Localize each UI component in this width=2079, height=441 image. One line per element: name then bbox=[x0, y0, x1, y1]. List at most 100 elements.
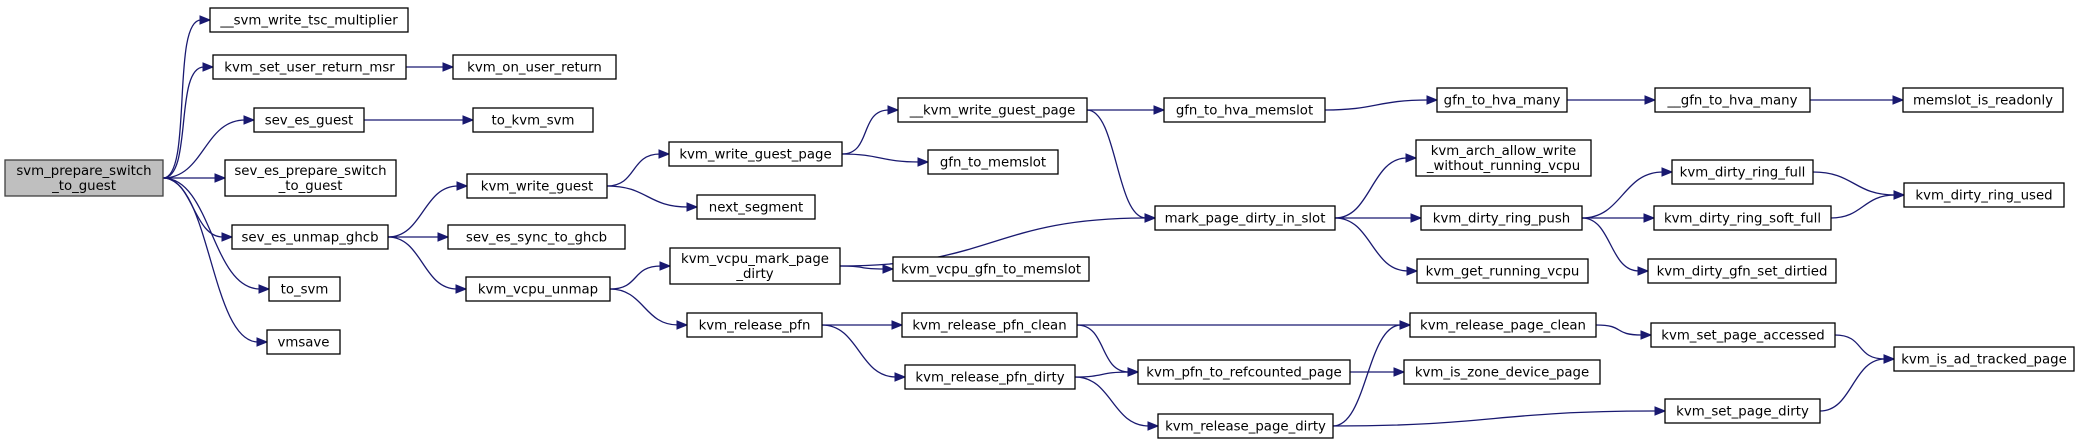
node-box bbox=[1157, 413, 1334, 439]
node-label: __kvm_write_guest_page bbox=[909, 104, 1076, 119]
node-kvm-release-page-dirty[interactable]: kvm_release_page_dirty bbox=[1157, 413, 1334, 439]
node-kvm-dirty-gfn-set-dirtied[interactable]: kvm_dirty_gfn_set_dirtied bbox=[1647, 258, 1837, 284]
edge-kvm-release-pfn-to-kvm-release-pfn-clean bbox=[821, 320, 904, 330]
node-kvm-is-zone-device-page[interactable]: kvm_is_zone_device_page bbox=[1403, 359, 1601, 385]
edge-arrowhead bbox=[258, 284, 271, 294]
edge-arrowhead bbox=[1127, 367, 1140, 377]
node-next-segment[interactable]: next_segment bbox=[696, 194, 816, 220]
node-box bbox=[1653, 205, 1832, 231]
edge-svm-prepare-to-svm-write-tsc bbox=[162, 15, 212, 179]
node-label: gfn_to_hva_many bbox=[1444, 94, 1561, 109]
node-svm-prepare[interactable]: svm_prepare_switch_to_guest bbox=[4, 159, 164, 197]
node-label: kvm_vcpu_gfn_to_memslot bbox=[901, 263, 1081, 278]
node-label: kvm_release_page_clean bbox=[1420, 319, 1586, 334]
node-box bbox=[1137, 359, 1351, 385]
node-kvm-set-page-accessed[interactable]: kvm_set_page_accessed bbox=[1650, 322, 1836, 348]
node-memslot-is-readonly[interactable]: memslot_is_readonly bbox=[1902, 87, 2064, 113]
edge-arrowhead bbox=[437, 232, 450, 242]
node-kvm-pfn-to-refcounted-page[interactable]: kvm_pfn_to_refcounted_page bbox=[1137, 359, 1351, 385]
edge-line bbox=[839, 265, 885, 270]
node-mark-page-dirty-in-slot[interactable]: mark_page_dirty_in_slot bbox=[1154, 205, 1336, 231]
edge-line bbox=[162, 119, 246, 179]
node-sev-es-guest[interactable]: sev_es_guest bbox=[253, 107, 365, 133]
node-kvm-release-pfn-clean[interactable]: kvm_release_pfn_clean bbox=[901, 312, 1078, 338]
edge-arrowhead bbox=[214, 173, 227, 183]
edge-line bbox=[387, 236, 458, 290]
edge-arrowhead bbox=[658, 149, 671, 159]
node-kvm-get-running-vcpu[interactable]: kvm_get_running_vcpu bbox=[1416, 258, 1589, 284]
node-svm-write-tsc[interactable]: __svm_write_tsc_multiplier bbox=[209, 7, 409, 33]
node-sev-es-prepare[interactable]: sev_es_prepare_switch_to_guest bbox=[224, 159, 397, 197]
node-kvm-write-guest-page[interactable]: __kvm_write_guest_page bbox=[897, 97, 1088, 123]
node-to-svm[interactable]: to_svm bbox=[268, 276, 341, 302]
node-kvm-vcpu-mark-page-dirty[interactable]: kvm_vcpu_mark_page_dirty bbox=[669, 247, 841, 285]
edge-sev-es-guest-to-to-kvm-svm bbox=[364, 115, 475, 125]
node-box bbox=[1415, 139, 1592, 177]
node-gfn-to-memslot[interactable]: gfn_to_memslot bbox=[927, 149, 1059, 175]
node-kvm-release-pfn-dirty[interactable]: kvm_release_pfn_dirty bbox=[904, 364, 1076, 390]
node-kvm-write-guest[interactable]: kvm_write_guest bbox=[466, 173, 608, 199]
node-gfn-to-hva-memslot[interactable]: gfn_to_hva_memslot bbox=[1163, 97, 1326, 123]
node-kvm-write-guest-page[interactable]: kvm_write_guest_page bbox=[668, 141, 843, 167]
node-label: gfn_to_hva_memslot bbox=[1176, 104, 1313, 119]
edge-line bbox=[821, 324, 897, 378]
node-label: sev_es_prepare_switch bbox=[234, 164, 386, 179]
node-sev-es-unmap-ghcb[interactable]: sev_es_unmap_ghcb bbox=[231, 224, 389, 250]
edge-arrowhead bbox=[676, 320, 689, 330]
edge-svm-prepare-to-kvm-set-user-return-msr bbox=[162, 62, 215, 179]
node-box bbox=[1647, 258, 1837, 284]
node-kvm-is-ad-tracked-page[interactable]: kvm_is_ad_tracked_page bbox=[1893, 346, 2075, 372]
edge-mark-page-dirty-in-slot-to-kvm-get-running-vcpu bbox=[1334, 217, 1419, 276]
node-kvm-dirty-ring-soft-full[interactable]: kvm_dirty_ring_soft_full bbox=[1653, 205, 1832, 231]
edge-arrowhead bbox=[1644, 95, 1657, 105]
node-kvm-set-page-dirty[interactable]: kvm_set_page_dirty bbox=[1664, 398, 1821, 424]
edge-arrowhead bbox=[243, 115, 256, 125]
node-box bbox=[452, 54, 617, 80]
node-label: mark_page_dirty_in_slot bbox=[1165, 212, 1326, 227]
node-box bbox=[1650, 322, 1836, 348]
node-label: to_kvm_svm bbox=[492, 114, 575, 129]
node-sev-es-sync-to-ghcb[interactable]: sev_es_sync_to_ghcb bbox=[447, 224, 626, 250]
node-kvm-on-user-return[interactable]: kvm_on_user_return bbox=[452, 54, 617, 80]
node-box bbox=[1416, 258, 1589, 284]
edge-line bbox=[1074, 371, 1130, 378]
edge-kvm-write-guest-to-next-segment bbox=[606, 185, 699, 212]
edge-gfn-to-hva-many-to-gfn-to-hva-many bbox=[1567, 95, 1657, 105]
node-box bbox=[1163, 97, 1326, 123]
node-kvm-set-user-return-msr[interactable]: kvm_set_user_return_msr bbox=[212, 54, 407, 80]
edge-arrowhead bbox=[894, 372, 907, 382]
node-label: memslot_is_readonly bbox=[1913, 94, 2053, 109]
edge-svm-prepare-to-sev-es-unmap-ghcb bbox=[162, 177, 234, 242]
edge-svm-prepare-to-sev-es-prepare bbox=[163, 173, 227, 183]
edge-kvm-release-page-clean-to-kvm-set-page-accessed bbox=[1595, 324, 1653, 340]
edge-line bbox=[1812, 171, 1896, 196]
node-label: kvm_dirty_ring_full bbox=[1680, 166, 1806, 181]
edge-line bbox=[162, 177, 259, 343]
node-to-kvm-svm[interactable]: to_kvm_svm bbox=[472, 107, 594, 133]
edge-arrowhead bbox=[1643, 213, 1656, 223]
edge-svm-prepare-to-to-svm bbox=[162, 177, 271, 294]
node-label: svm_prepare_switch bbox=[16, 164, 151, 179]
edge-line bbox=[841, 153, 920, 163]
node-label: kvm_set_user_return_msr bbox=[224, 61, 395, 76]
node-kvm-dirty-ring-full[interactable]: kvm_dirty_ring_full bbox=[1671, 159, 1814, 185]
node-kvm-release-pfn[interactable]: kvm_release_pfn bbox=[686, 312, 823, 338]
edge-arrowhead bbox=[202, 62, 215, 72]
node-box bbox=[696, 194, 816, 220]
node-kvm-release-page-clean[interactable]: kvm_release_page_clean bbox=[1409, 312, 1597, 338]
edge-kvm-dirty-ring-push-to-kvm-dirty-gfn-set-dirtied bbox=[1581, 217, 1650, 276]
edge-kvm-write-guest-page-to-gfn-to-hva-memslot bbox=[1087, 105, 1166, 115]
node-kvm-vcpu-gfn-to-memslot[interactable]: kvm_vcpu_gfn_to_memslot bbox=[892, 256, 1090, 282]
node-vmsave[interactable]: vmsave bbox=[266, 329, 341, 355]
node-box bbox=[1420, 205, 1583, 231]
node-box bbox=[901, 312, 1078, 338]
node-gfn-to-hva-many[interactable]: __gfn_to_hva_many bbox=[1654, 87, 1811, 113]
node-box bbox=[224, 159, 397, 197]
node-kvm-vcpu-unmap[interactable]: kvm_vcpu_unmap bbox=[465, 276, 611, 302]
node-kvm-dirty-ring-push[interactable]: kvm_dirty_ring_push bbox=[1420, 205, 1583, 231]
node-kvm-arch-allow-write[interactable]: kvm_arch_allow_write_without_running_vcp… bbox=[1415, 139, 1592, 177]
node-box bbox=[268, 276, 341, 302]
node-kvm-dirty-ring-used[interactable]: kvm_dirty_ring_used bbox=[1903, 182, 2065, 208]
node-gfn-to-hva-many[interactable]: gfn_to_hva_many bbox=[1436, 87, 1568, 113]
edge-mark-page-dirty-in-slot-to-kvm-arch-allow-write bbox=[1334, 153, 1418, 219]
